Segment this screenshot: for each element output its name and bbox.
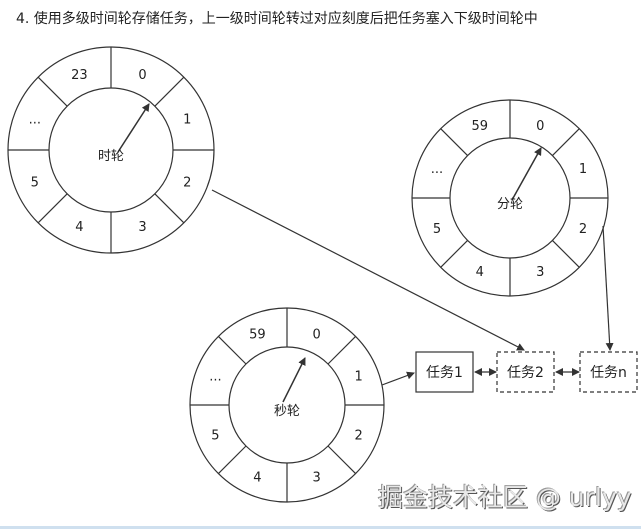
slot-label: 0: [138, 68, 146, 83]
slot-divider: [217, 445, 247, 475]
task-box: [496, 351, 555, 393]
slot-label: 3: [138, 220, 146, 235]
slot-divider: [37, 193, 68, 224]
slot-divider: [552, 240, 580, 268]
slot-label: 3: [313, 471, 321, 486]
slot-label: 2: [183, 176, 191, 191]
slot-label: 59: [249, 327, 266, 342]
task-label: 任务1: [426, 365, 463, 381]
second-wheel: 59 0 1 2 3 4 5... 秒轮: [189, 307, 385, 503]
slot-divider: [440, 240, 468, 268]
wheel-pointer-arrow: [511, 147, 542, 201]
task-label: 任务2: [507, 365, 544, 381]
slot-label: ...: [29, 112, 41, 127]
slot-divider: [37, 76, 68, 107]
wheel-name: 时轮: [98, 149, 124, 164]
slot-divider: [154, 76, 185, 107]
slot-divider: [327, 335, 357, 365]
slot-divider: [552, 128, 580, 156]
wheel-pointer-arrow: [282, 357, 306, 403]
slot-label: 1: [183, 112, 191, 127]
slot-label: 2: [354, 429, 362, 444]
slot-label: 3: [536, 265, 544, 280]
slot-divider: [440, 128, 468, 156]
bottom-border: [0, 526, 641, 529]
slot-label: ...: [209, 369, 221, 384]
wheel-name: 秒轮: [274, 404, 300, 419]
task-node-3: 任务n: [579, 351, 638, 393]
slot-label: 5: [31, 176, 39, 191]
watermark: 掘金技术社区 @ urlyy: [378, 483, 632, 512]
wheel-name: 分轮: [497, 197, 523, 212]
task-box: [415, 351, 474, 393]
task-box: [579, 351, 638, 393]
slot-divider: [154, 193, 185, 224]
diagram-title: 4. 使用多级时间轮存储任务，上一级时间轮转过对应刻度后把任务塞入下级时间轮中: [16, 11, 538, 27]
slot-divider: [217, 335, 247, 365]
slot-label: 5: [211, 429, 219, 444]
slot-label: 1: [579, 162, 587, 177]
slot-label: 5: [433, 222, 441, 237]
slot-label: 1: [354, 369, 362, 384]
slot-label: 4: [253, 471, 261, 486]
minute-to-taskn-arrow: [602, 225, 614, 351]
task-node-1: 任务1: [415, 351, 474, 393]
slot-label: 4: [75, 220, 83, 235]
slot-label: 2: [579, 222, 587, 237]
slot-label: 59: [471, 119, 488, 134]
task-label: 任务n: [590, 365, 627, 381]
hour-to-task2-arrow: [211, 189, 525, 351]
wheel-pointer-arrow: [117, 103, 150, 153]
slot-label: 23: [71, 68, 88, 83]
slot-label: ...: [431, 162, 443, 177]
slot-label: 0: [536, 119, 544, 134]
task-node-2: 任务2: [496, 351, 555, 393]
slot-label: 4: [476, 265, 484, 280]
second-to-task1-arrow: [381, 371, 415, 386]
slot-label: 0: [313, 327, 321, 342]
minute-wheel: 59 0 1 2 3 4 5... 分轮: [411, 99, 609, 297]
slot-divider: [327, 445, 357, 475]
